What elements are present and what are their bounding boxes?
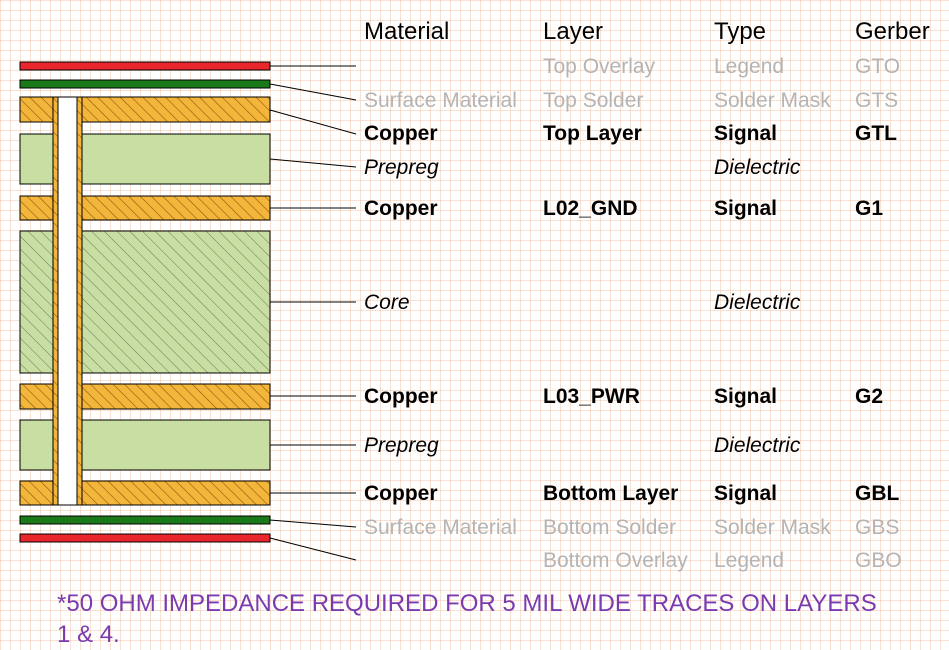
row-l02-layer: L02_GND xyxy=(543,197,638,220)
row-l02-type: Signal xyxy=(714,197,778,220)
row-l03-layer: L03_PWR xyxy=(543,385,640,408)
leader-lines xyxy=(269,65,357,561)
row-bottom-solder-type: Solder Mask xyxy=(714,516,831,539)
row-l03-type: Signal xyxy=(714,385,778,408)
row-top-layer-material: Copper xyxy=(364,122,438,145)
row-top-overlay-layer: Top Overlay xyxy=(543,55,656,78)
bottom-overlay-layer xyxy=(19,533,271,543)
impedance-note: *50 OHM IMPEDANCE REQUIRED FOR 5 MIL WID… xyxy=(57,590,877,648)
row-bottom-solder-layer: Bottom Solder xyxy=(543,516,677,539)
row-top-overlay-gerber: GTO xyxy=(855,55,901,78)
top-overlay-layer xyxy=(19,61,271,71)
row-top-solder-material: Surface Material xyxy=(364,89,517,112)
row-bottom-overlay-layer: Bottom Overlay xyxy=(543,549,688,572)
header-layer: Layer xyxy=(543,18,604,45)
bottom-solder-mask-layer xyxy=(19,515,271,525)
row-l02-material: Copper xyxy=(364,197,438,220)
row-top-layer-layer: Top Layer xyxy=(543,122,642,145)
row-prepreg-2-material: Prepreg xyxy=(364,434,439,457)
row-bottom-layer-layer: Bottom Layer xyxy=(543,482,679,505)
row-l02-gerber: G1 xyxy=(855,197,884,220)
row-bottom-solder-material: Surface Material xyxy=(364,516,517,539)
row-bottom-solder-gerber: GBS xyxy=(855,516,900,539)
via-barrel xyxy=(52,96,83,506)
row-prepreg-1-type: Dielectric xyxy=(714,156,801,179)
row-bottom-layer-gerber: GBL xyxy=(855,482,900,505)
row-prepreg-2-type: Dielectric xyxy=(714,434,801,457)
row-top-layer-type: Signal xyxy=(714,122,778,145)
row-top-overlay-type: Legend xyxy=(714,55,785,78)
row-l03-material: Copper xyxy=(364,385,438,408)
row-l03-gerber: G2 xyxy=(855,385,884,408)
top-solder-mask-layer xyxy=(19,79,271,89)
row-top-solder-type: Solder Mask xyxy=(714,89,831,112)
row-bottom-overlay-type: Legend xyxy=(714,549,785,572)
header-gerber: Gerber xyxy=(855,18,930,45)
row-core-type: Dielectric xyxy=(714,291,801,314)
row-core-material: Core xyxy=(364,291,410,314)
row-prepreg-1-material: Prepreg xyxy=(364,156,439,179)
row-top-layer-gerber: GTL xyxy=(855,122,897,145)
row-top-solder-layer: Top Solder xyxy=(543,89,644,112)
row-top-solder-gerber: GTS xyxy=(855,89,899,112)
row-bottom-layer-material: Copper xyxy=(364,482,438,505)
header-type: Type xyxy=(714,18,767,45)
header-material: Material xyxy=(364,18,450,45)
row-bottom-layer-type: Signal xyxy=(714,482,778,505)
row-bottom-overlay-gerber: GBO xyxy=(855,549,902,572)
